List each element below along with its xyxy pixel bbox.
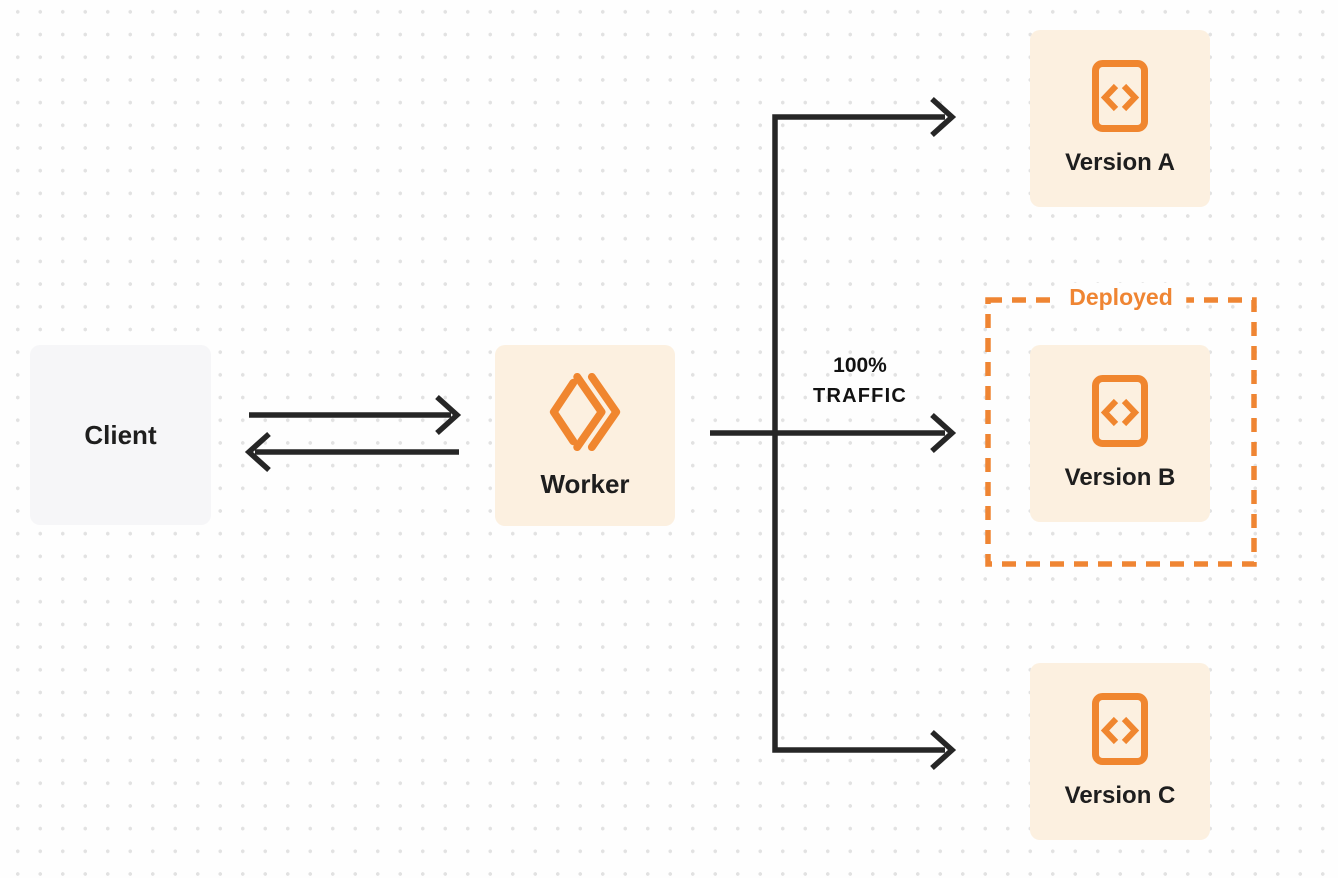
version-a-label: Version A bbox=[1065, 149, 1175, 176]
version-b-label: Version B bbox=[1064, 464, 1176, 491]
worker-node: Worker bbox=[495, 345, 675, 526]
client-label: Client bbox=[84, 419, 157, 450]
version-b-node: Version B bbox=[1030, 345, 1210, 522]
version-c-node: Version C bbox=[1030, 663, 1210, 840]
version-a-node: Version A bbox=[1030, 30, 1210, 207]
client-node: Client bbox=[30, 345, 211, 525]
version-c-label: Version C bbox=[1064, 782, 1176, 809]
code-file-icon bbox=[1092, 375, 1148, 447]
deployed-label: Deployed bbox=[1056, 283, 1186, 311]
traffic-word: TRAFFIC bbox=[813, 385, 907, 407]
code-file-icon bbox=[1092, 693, 1148, 765]
worker-branch-connector bbox=[772, 96, 957, 771]
traffic-label: 100% TRAFFIC bbox=[780, 350, 940, 412]
worker-to-version-b-arrow bbox=[710, 412, 957, 454]
client-to-worker-arrow bbox=[249, 394, 462, 436]
traffic-percent: 100% bbox=[833, 354, 887, 377]
deployed-group: Deployed bbox=[985, 283, 1257, 567]
arrowhead-to-version-c bbox=[930, 729, 957, 771]
worker-to-client-arrow bbox=[244, 431, 459, 473]
cloudflare-workers-logo-icon bbox=[549, 372, 621, 452]
arrowhead-to-version-a bbox=[930, 96, 957, 138]
worker-label: Worker bbox=[540, 469, 630, 499]
code-file-icon bbox=[1092, 60, 1148, 132]
